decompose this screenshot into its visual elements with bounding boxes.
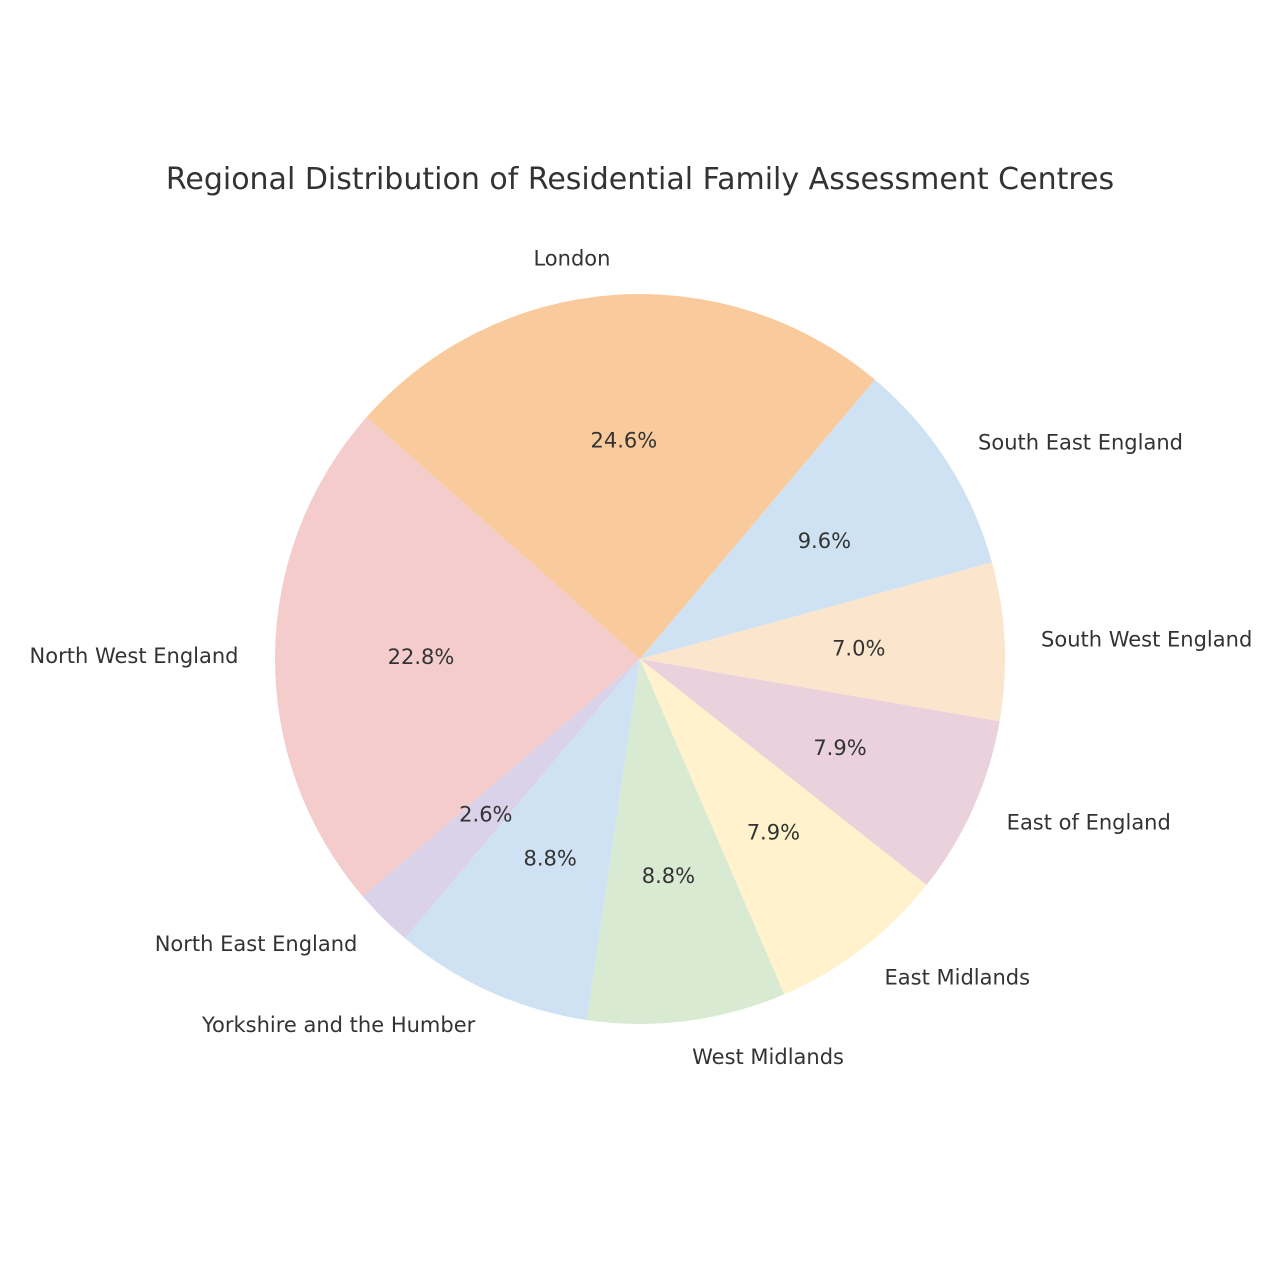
slice-percent-london: 24.6% bbox=[591, 429, 658, 453]
slice-percent-south-west-england: 7.0% bbox=[832, 636, 885, 660]
slice-label-london: London bbox=[533, 247, 610, 271]
pie-slice-west-midlands bbox=[586, 659, 785, 1024]
slice-label-south-west-england: South West England bbox=[1041, 628, 1252, 652]
slice-label-north-west-england: North West England bbox=[30, 644, 239, 668]
slice-percent-north-west-england: 22.8% bbox=[388, 645, 455, 669]
slice-label-yorkshire-and-the-humber: Yorkshire and the Humber bbox=[201, 1013, 476, 1037]
pie-slice-north-east-england bbox=[362, 659, 640, 939]
pie-labels: North West England 22.8% North East Englan… bbox=[30, 247, 1253, 1070]
pie-slices bbox=[275, 294, 1005, 1024]
slice-label-south-east-england: South East England bbox=[978, 430, 1183, 454]
pie-slice-south-west-england bbox=[640, 562, 1005, 722]
slice-percent-east-midlands: 7.9% bbox=[747, 821, 800, 845]
pie-slice-east-midlands bbox=[640, 659, 927, 995]
pie-slice-east-of-england bbox=[640, 659, 1000, 886]
slice-percent-north-east-england: 2.6% bbox=[459, 803, 512, 827]
slice-label-north-east-england: North East England bbox=[155, 932, 358, 956]
slice-percent-yorkshire-and-the-humber: 8.8% bbox=[523, 847, 576, 871]
slice-percent-west-midlands: 8.8% bbox=[642, 864, 695, 888]
slice-label-east-of-england: East of England bbox=[1007, 811, 1171, 835]
slice-percent-east-of-england: 7.9% bbox=[813, 736, 866, 760]
pie-slice-south-east-england bbox=[640, 379, 992, 659]
slice-label-east-midlands: East Midlands bbox=[885, 965, 1031, 989]
pie-slice-north-west-england bbox=[275, 417, 640, 897]
chart-title: Regional Distribution of Residential Fam… bbox=[166, 162, 1114, 197]
slice-percent-south-east-england: 9.6% bbox=[798, 529, 851, 553]
pie-slice-london bbox=[366, 294, 875, 659]
slice-label-west-midlands: West Midlands bbox=[692, 1045, 844, 1069]
pie-slice-yorkshire-and-the-humber bbox=[405, 659, 640, 1021]
